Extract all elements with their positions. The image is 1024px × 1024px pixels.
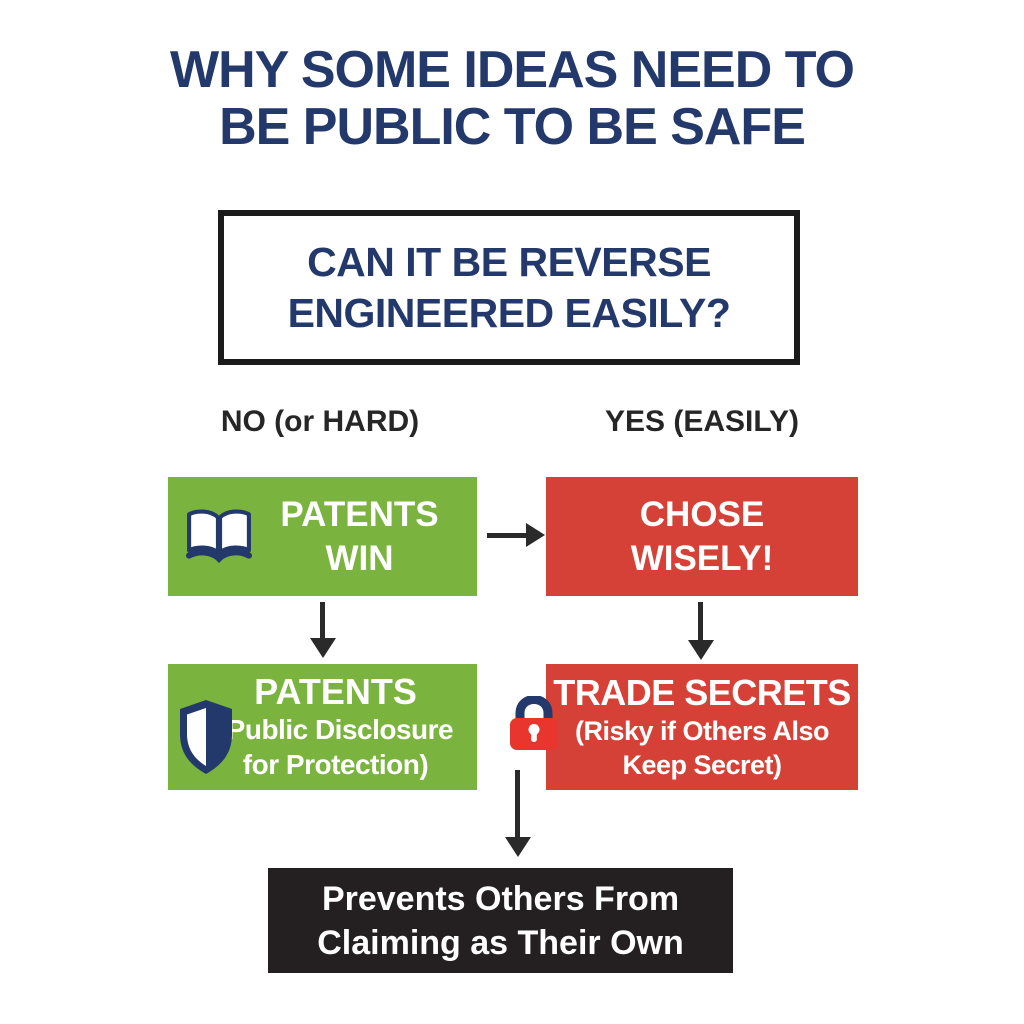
outcome-line2: Claiming as Their Own: [317, 923, 684, 962]
open-book-icon: [186, 506, 252, 568]
patents-win-box: PATENTS WIN: [168, 477, 477, 596]
trade-secrets-sub2: Keep Secret): [622, 750, 782, 780]
lock-icon: [508, 694, 560, 752]
page-title-line2: BE PUBLIC TO BE SAFE: [219, 98, 806, 156]
arrow-right-head-icon: [526, 523, 545, 547]
chose-wisely-line2: WISELY!: [630, 538, 774, 578]
outcome-box: Prevents Others From Claiming as Their O…: [268, 868, 733, 973]
trade-secrets-box: TRADE SECRETS (Risky if Others Also Keep…: [510, 664, 858, 790]
outcome-line1: Prevents Others From: [321, 879, 680, 918]
arrow-down-left-head-icon: [310, 638, 336, 658]
patents-win-line2: WIN: [325, 538, 394, 578]
arrow-down-right-icon: [698, 602, 703, 641]
patents-detail-box: PATENTS (Public Disclosure for Protectio…: [168, 664, 477, 790]
page-title: WHY SOME IDEAS NEED TO BE PUBLIC TO BE S…: [0, 42, 1024, 156]
question-line2: ENGINEERED EASILY?: [287, 289, 731, 336]
branch-label-yes: YES (EASILY): [605, 405, 799, 438]
arrow-down-center-head-icon: [505, 837, 531, 857]
patents-win-text: PATENTS WIN: [252, 493, 477, 581]
question-box: CAN IT BE REVERSE ENGINEERED EASILY?: [218, 210, 800, 365]
question-line1: CAN IT BE REVERSE: [307, 238, 711, 285]
arrow-down-right-head-icon: [688, 640, 714, 660]
branch-label-no: NO (or HARD): [220, 405, 420, 438]
page-title-line1: WHY SOME IDEAS NEED TO: [170, 41, 855, 99]
chose-wisely-line1: CHOSE: [639, 494, 765, 534]
arrow-down-center-icon: [515, 770, 520, 838]
trade-secrets-heading: TRADE SECRETS: [553, 672, 851, 713]
patents-detail-heading: PATENTS: [254, 671, 417, 712]
patents-win-line1: PATENTS: [280, 494, 439, 534]
chose-wisely-box: CHOSE WISELY!: [546, 477, 858, 596]
arrow-right-icon: [487, 533, 528, 538]
patents-detail-sub2: for Protection): [242, 749, 429, 780]
shield-icon: [176, 698, 236, 776]
patents-detail-sub1: (Public Disclosure: [217, 714, 454, 745]
arrow-down-left-icon: [320, 602, 325, 639]
trade-secrets-sub1: (Risky if Others Also: [574, 716, 830, 746]
